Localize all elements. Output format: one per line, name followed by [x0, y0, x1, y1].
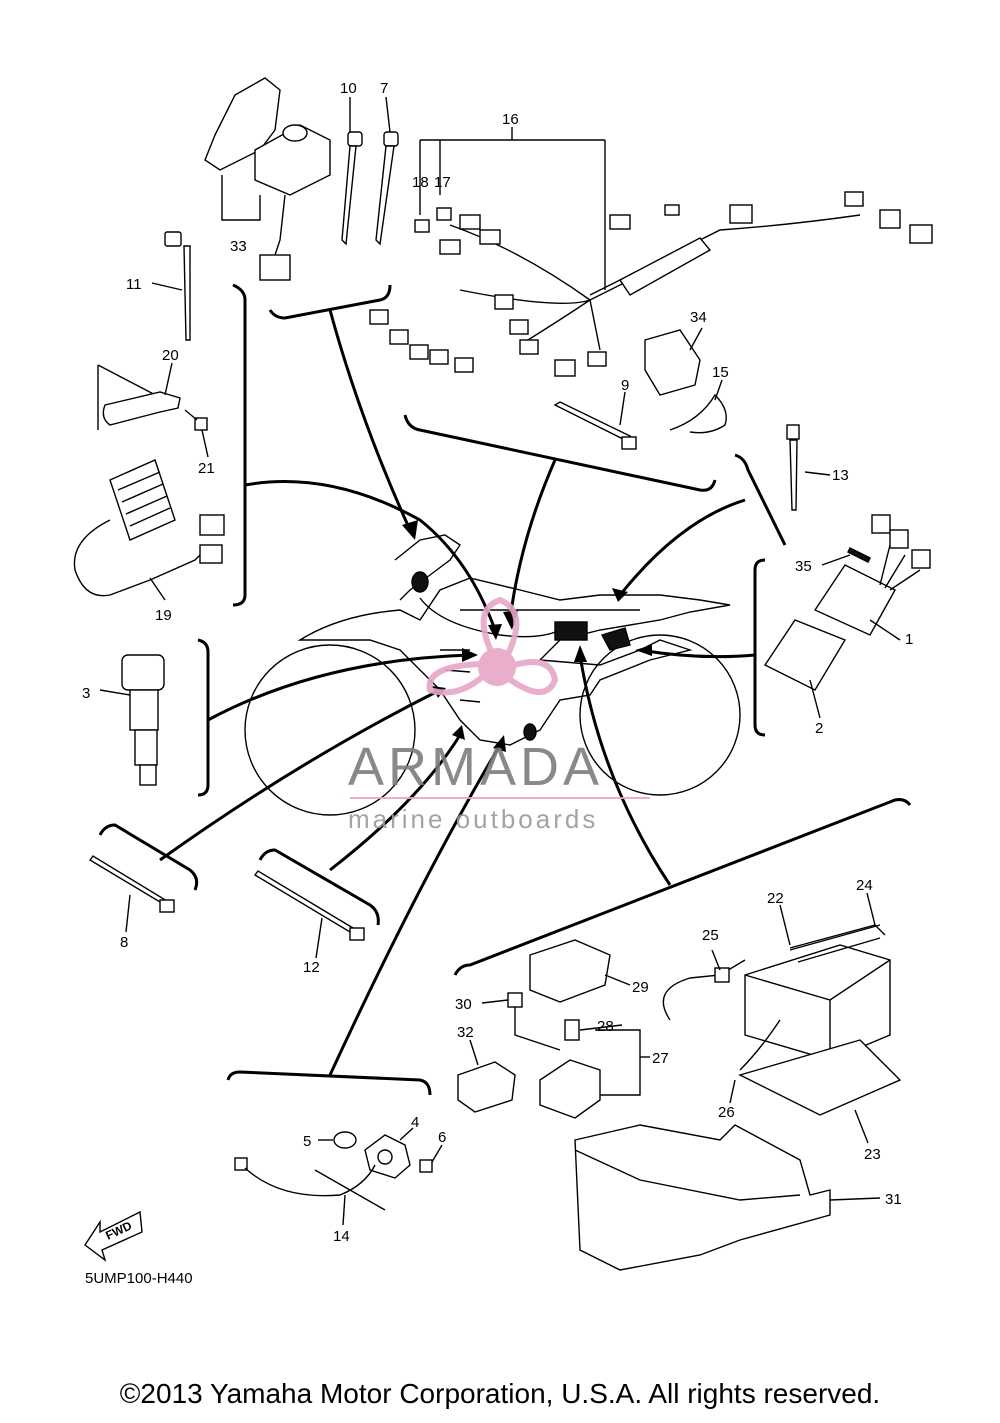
label-11: 11 [126, 276, 142, 293]
part-8-cable-tie [88, 855, 175, 913]
part-23-battery-tray [738, 1039, 902, 1116]
part-34-relay-cover [644, 329, 701, 396]
label-16: 16 [502, 111, 519, 128]
group-brackets [98, 283, 912, 1096]
label-24: 24 [856, 877, 873, 894]
part-6-bolt [419, 1159, 433, 1173]
label-31: 31 [885, 1191, 902, 1208]
label-26: 26 [718, 1104, 735, 1121]
label-5: 5 [303, 1133, 311, 1150]
label-35: 35 [795, 558, 812, 575]
label-3: 3 [82, 685, 90, 702]
label-2: 2 [815, 720, 823, 737]
label-15: 15 [712, 364, 729, 381]
part-33-cdi-unit [204, 77, 331, 281]
watermark-subtitle: marine outboards [348, 804, 598, 834]
part-7-clip [375, 131, 399, 246]
label-25: 25 [702, 927, 719, 944]
part-32-relay [457, 1061, 516, 1113]
label-8: 8 [120, 934, 128, 951]
propeller-logo-icon [426, 596, 559, 696]
part-31-tray [574, 1124, 831, 1271]
label-9: 9 [621, 377, 629, 394]
part-19-rectifier [73, 459, 225, 597]
motorcycle-outline [244, 534, 741, 816]
label-14: 14 [333, 1228, 350, 1245]
label-1: 1 [905, 631, 913, 648]
part-13-clip [786, 424, 800, 511]
part-2-rubber [763, 619, 847, 691]
part-29-cover [529, 939, 611, 1003]
part-28-fuse [564, 1019, 580, 1041]
part-14-lead [234, 1157, 386, 1211]
label-22: 22 [767, 890, 784, 907]
part-20-bracket [97, 364, 181, 430]
watermark: ARMADA marine outboards [348, 596, 650, 834]
label-32: 32 [457, 1024, 474, 1041]
label-29: 29 [632, 979, 649, 996]
label-13: 13 [832, 467, 849, 484]
part-11-clip [164, 231, 191, 341]
part-26-lead [739, 1019, 781, 1071]
part-3-ignition-coil [121, 654, 165, 786]
label-21: 21 [198, 460, 215, 477]
label-34: 34 [690, 309, 707, 326]
label-19: 19 [155, 607, 172, 624]
label-28: 28 [597, 1018, 614, 1035]
label-10: 10 [340, 80, 357, 97]
label-23: 23 [864, 1146, 881, 1163]
part-9-clip [553, 401, 637, 450]
part-21-bolt [184, 409, 208, 431]
label-12: 12 [303, 959, 320, 976]
label-33: 33 [230, 238, 247, 255]
label-leaders [99, 96, 901, 1226]
watermark-rule [350, 797, 650, 799]
part-30-bolt [507, 992, 561, 1051]
part-10-clip [341, 131, 363, 246]
label-27: 27 [652, 1050, 669, 1067]
label-4: 4 [411, 1114, 419, 1131]
part-12-cable-tie [253, 870, 365, 941]
part-27-starter-relay [539, 1029, 641, 1119]
label-17: 17 [434, 174, 451, 191]
copyright-notice: ©2013 Yamaha Motor Corporation, U.S.A. A… [119, 1378, 881, 1409]
part-5-o-ring [333, 1131, 357, 1149]
label-18: 18 [412, 174, 429, 191]
part-16-wire-harness [369, 139, 933, 377]
label-6: 6 [438, 1129, 446, 1146]
label-7: 7 [380, 80, 388, 97]
watermark-title: ARMADA [348, 737, 603, 797]
label-30: 30 [455, 996, 472, 1013]
callout-labels: 1 2 3 4 5 6 7 8 9 10 11 12 13 14 15 16 1… [82, 80, 913, 1245]
diagram-code: 5UMP100-H440 [85, 1270, 193, 1287]
part-25-lead [662, 959, 746, 1021]
part-15-lead [669, 393, 727, 434]
part-1-cdi [813, 514, 931, 636]
part-4-sensor [364, 1134, 411, 1179]
fwd-arrow-icon: FWD [84, 1210, 143, 1262]
label-20: 20 [162, 347, 179, 364]
